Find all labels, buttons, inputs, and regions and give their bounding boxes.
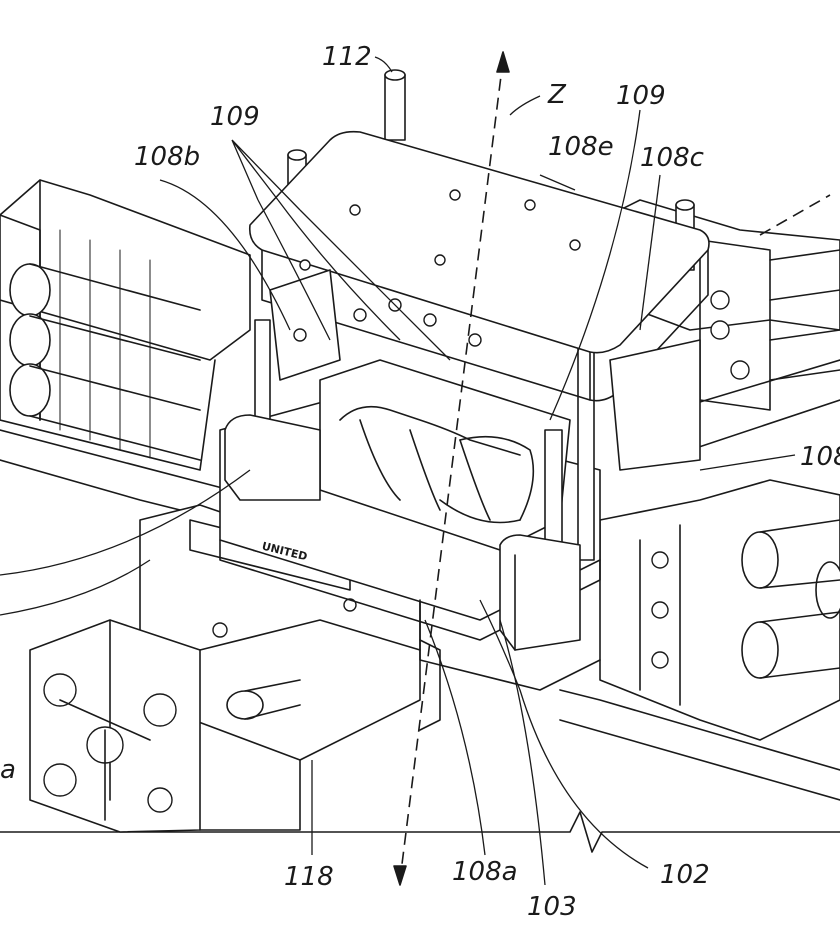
reference-labels: 112 Z 109 109 108b 108e 108c 108 118 108… [0,42,840,922]
label-118: 118 [284,862,334,892]
label-103: 103 [527,892,577,922]
label-108c: 108c [640,143,704,173]
label-108b: 108b [134,142,200,172]
label-109-right: 109 [616,81,666,111]
label-108a: 108a [452,857,518,887]
z-axis [393,51,510,886]
right-front-actuator-unit [559,479,840,801]
label-z: Z [547,80,567,110]
left-rear-actuator-unit [0,179,251,521]
leader-lines [0,56,796,886]
label-102: 102 [660,860,710,890]
label-108-right-partial: 108 [800,442,840,472]
side-mold-blocks [224,269,701,651]
label-a-partial: a [0,755,16,785]
label-108e: 108e [548,132,614,162]
label-109-left: 109 [210,102,260,132]
label-112: 112 [322,42,372,72]
secondary-axis [759,194,831,236]
ground-break-line [0,811,840,853]
